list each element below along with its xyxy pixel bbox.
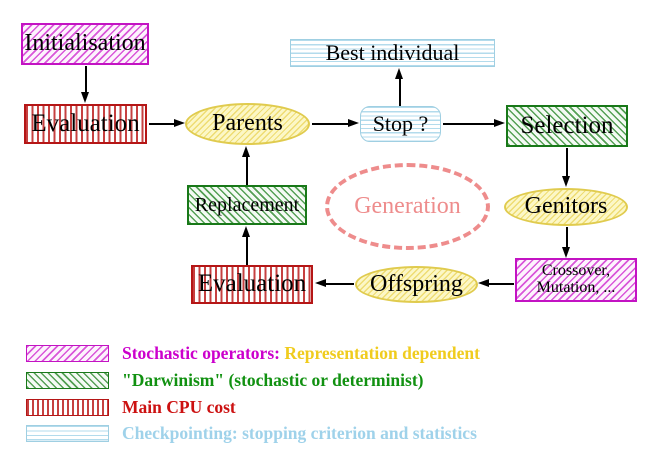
arrowhead — [174, 119, 185, 127]
arrowhead — [494, 119, 505, 127]
node-evaluation-bottom: Evaluation — [191, 265, 313, 304]
arrowhead — [315, 279, 326, 287]
legend-label-darwinism: "Darwinism" (stochastic or determinist) — [122, 369, 424, 390]
arrowhead — [81, 92, 89, 103]
legend-label-stochastic-operators: Stochastic operators: — [122, 342, 280, 363]
legend-swatch-stochastic-operators — [26, 344, 109, 362]
arrowhead — [242, 226, 250, 237]
legend-row-stochastic: Stochastic operators: Representation dep… — [26, 342, 480, 363]
legend-row-darwinism: "Darwinism" (stochastic or determinist) — [26, 369, 424, 390]
node-replacement: Replacement — [187, 185, 307, 225]
legend-swatch-darwinism — [26, 371, 109, 389]
node-parents: Parents — [185, 103, 310, 145]
arrowhead — [395, 68, 403, 79]
node-evaluation-top: Evaluation — [24, 104, 147, 144]
node-crossover-mutation: Crossover, Mutation, ... — [515, 258, 637, 302]
crossover-line2: Mutation, ... — [536, 279, 616, 296]
node-best-individual: Best individual — [290, 39, 495, 67]
legend-row-cpu-cost: Main CPU cost — [26, 396, 236, 417]
arrowhead — [562, 247, 570, 258]
legend-label-representation-dependent: Representation dependent — [284, 342, 480, 363]
legend-swatch-cpu-cost — [26, 398, 109, 416]
legend-label-checkpointing: Checkpointing: stopping criterion and st… — [122, 422, 477, 443]
arrowhead — [348, 119, 359, 127]
node-selection: Selection — [506, 105, 628, 147]
node-stop: Stop ? — [360, 106, 441, 142]
legend-label-cpu-cost: Main CPU cost — [122, 396, 236, 417]
arrowhead — [562, 176, 570, 187]
legend-row-checkpointing: Checkpointing: stopping criterion and st… — [26, 422, 477, 443]
node-initialisation: Initialisation — [21, 23, 149, 65]
legend-swatch-checkpointing — [26, 424, 109, 442]
node-genitors: Genitors — [504, 188, 628, 226]
arrowhead — [242, 146, 250, 157]
node-offspring: Offspring — [355, 266, 478, 303]
arrowhead — [478, 279, 489, 287]
node-generation-loop: Generation — [325, 163, 490, 250]
crossover-line1: Crossover, — [541, 262, 611, 280]
